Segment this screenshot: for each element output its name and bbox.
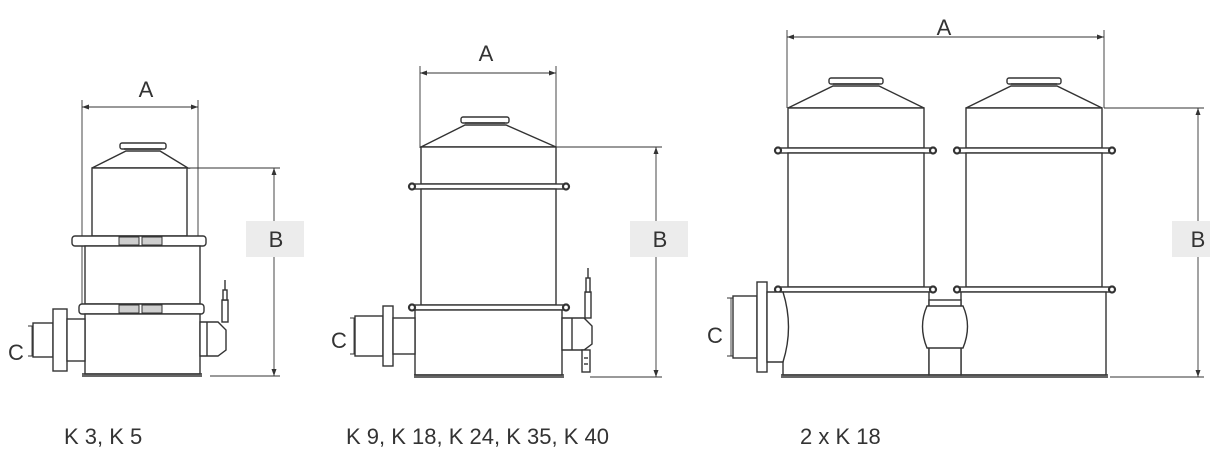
unit-1-filter-housing: [32, 142, 229, 377]
unit-3-dimension-b: B: [1104, 107, 1210, 378]
unit-3-dimension-a: A: [786, 15, 1105, 108]
unit-1-caption: K 3, K 5: [64, 424, 143, 449]
unit-3-label-b: B: [1191, 227, 1206, 252]
unit-3-drawing: A B C: [707, 15, 1210, 378]
unit-3-label-a: A: [937, 15, 952, 40]
unit-2-dimension-b: B: [556, 146, 688, 378]
unit-3-right-vessel: [952, 77, 1117, 294]
unit-1-label-a: A: [139, 77, 154, 102]
unit-2-label-c: C: [331, 328, 347, 353]
unit-1-label-c: C: [8, 340, 24, 365]
unit-2-label-b: B: [653, 227, 668, 252]
unit-1-dimension-b: B: [186, 167, 304, 377]
unit-2-label-a: A: [479, 41, 494, 66]
unit-3-caption: 2 x K 18: [800, 424, 881, 449]
unit-2-filter-housing: [354, 116, 593, 378]
unit-2-caption: K 9, K 18, K 24, K 35, K 40: [346, 424, 609, 449]
unit-2-drawing: A B C: [331, 41, 688, 378]
unit-3-label-c: C: [707, 323, 723, 348]
unit-1-label-b: B: [269, 227, 284, 252]
unit-3-base: [732, 281, 1108, 378]
unit-1-drawing: A B C: [8, 77, 304, 377]
unit-2-dimension-a: A: [419, 41, 557, 148]
unit-3-left-vessel: [773, 77, 938, 294]
